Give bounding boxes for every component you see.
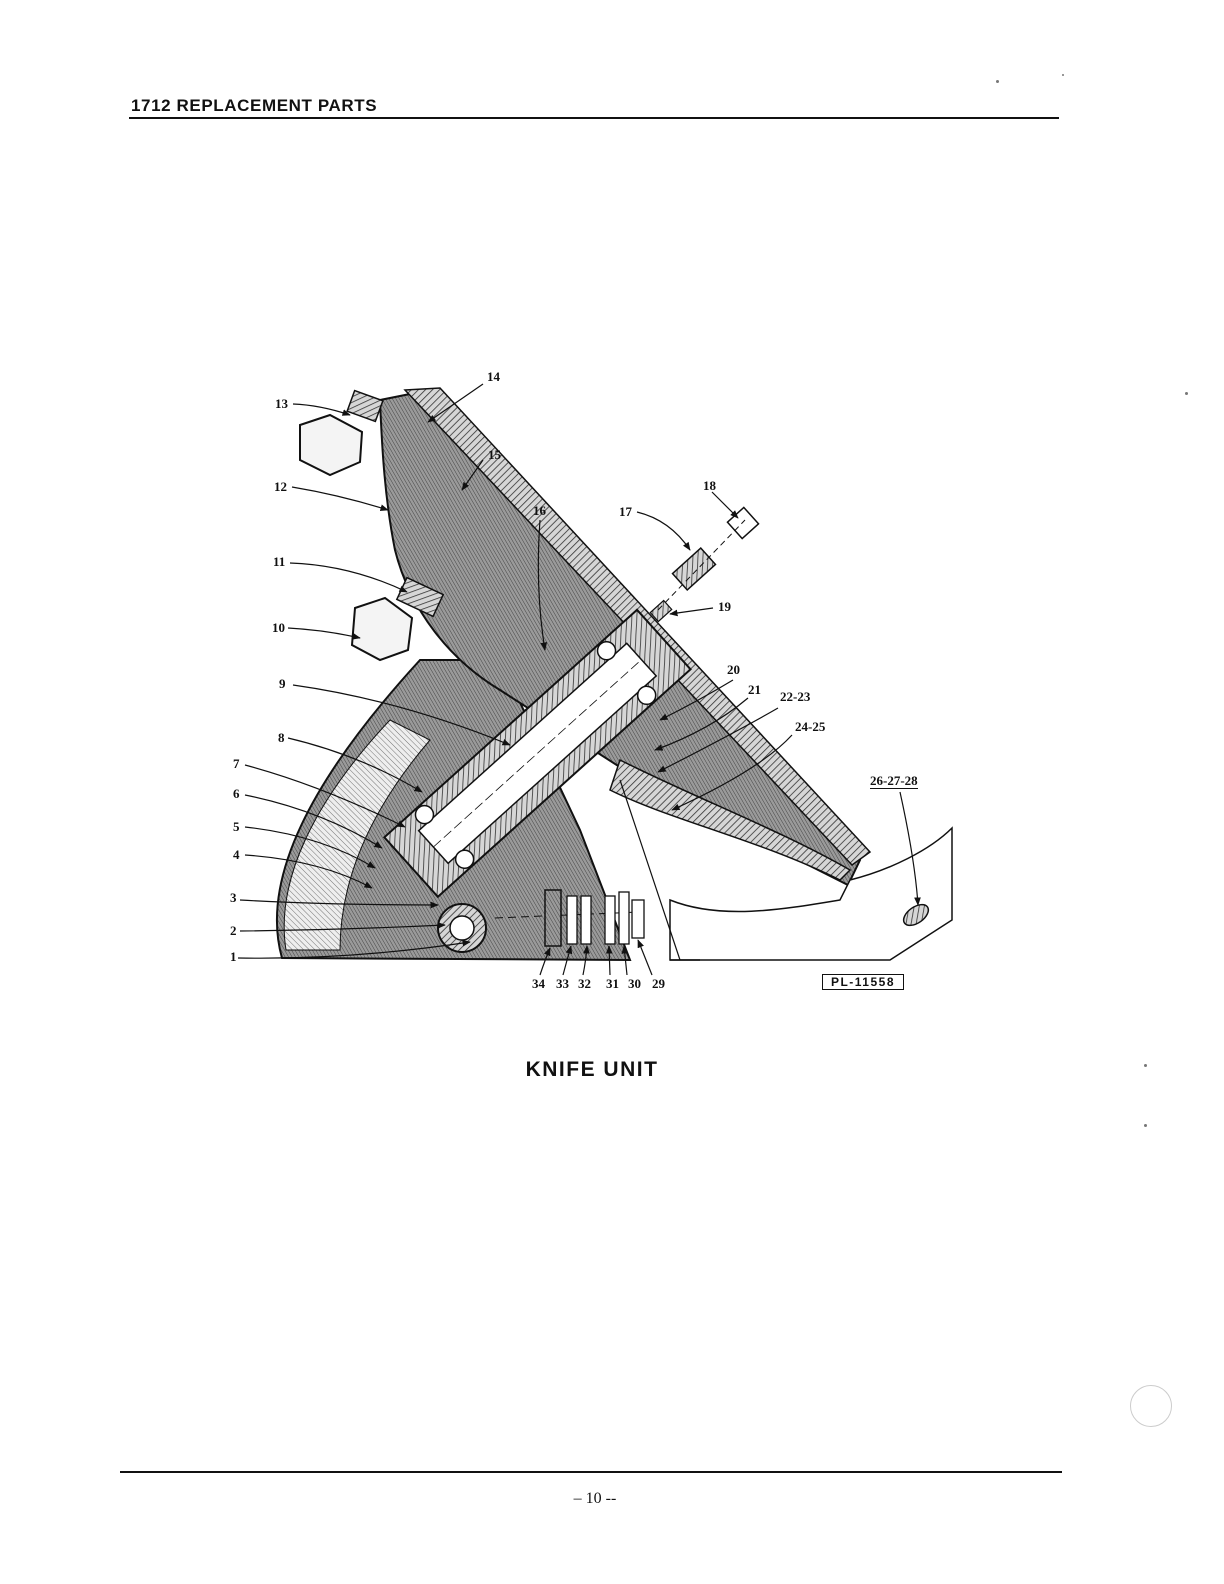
callout-label: 33 bbox=[556, 977, 569, 991]
callout-label: 24-25 bbox=[795, 720, 825, 734]
callout-label: 17 bbox=[619, 505, 632, 519]
callout-label: 18 bbox=[703, 479, 716, 493]
callout-label: 13 bbox=[275, 397, 288, 411]
callout-label: 30 bbox=[628, 977, 641, 991]
knife-unit-diagram: 13 14 15 12 16 17 18 11 19 10 20 9 21 22… bbox=[200, 360, 980, 1010]
scan-speck bbox=[1062, 74, 1064, 76]
page-number: – 10 -- bbox=[0, 1490, 1190, 1508]
callout-label: 5 bbox=[233, 820, 240, 834]
callout-label: 20 bbox=[727, 663, 740, 677]
callout-label: 2 bbox=[230, 924, 237, 938]
callout-label: 4 bbox=[233, 848, 240, 862]
knife-unit-drawing bbox=[200, 360, 980, 1010]
callout-label: 6 bbox=[233, 787, 240, 801]
callout-label: 15 bbox=[488, 448, 501, 462]
callout-label: 31 bbox=[606, 977, 619, 991]
callout-label: 32 bbox=[578, 977, 591, 991]
callout-label: 10 bbox=[272, 621, 285, 635]
scan-speck bbox=[1185, 392, 1188, 395]
callout-label: 7 bbox=[233, 757, 240, 771]
callout-label: 16 bbox=[533, 504, 546, 518]
scan-speck bbox=[1144, 1064, 1147, 1067]
figure-caption: KNIFE UNIT bbox=[0, 1058, 1184, 1082]
callout-label: 21 bbox=[748, 683, 761, 697]
callout-label: 29 bbox=[652, 977, 665, 991]
callout-label: 26-27-28 bbox=[870, 774, 918, 789]
page-header-title: 1712 REPLACEMENT PARTS bbox=[131, 96, 377, 116]
callout-label: 8 bbox=[278, 731, 285, 745]
callout-label: 12 bbox=[274, 480, 287, 494]
callout-label: 1 bbox=[230, 950, 237, 964]
scan-speck bbox=[1144, 1124, 1147, 1127]
callout-label: 11 bbox=[273, 555, 285, 569]
callout-label: 22-23 bbox=[780, 690, 810, 704]
callout-label: 19 bbox=[718, 600, 731, 614]
callout-label: 34 bbox=[532, 977, 545, 991]
callout-label: 3 bbox=[230, 891, 237, 905]
header-rule bbox=[129, 117, 1059, 119]
footer-rule bbox=[120, 1471, 1062, 1473]
plate-id-label: PL-11558 bbox=[822, 974, 904, 990]
callout-label: 14 bbox=[487, 370, 500, 384]
scan-speck bbox=[996, 80, 999, 83]
callout-label: 9 bbox=[279, 677, 286, 691]
scan-ring-mark bbox=[1130, 1385, 1172, 1427]
